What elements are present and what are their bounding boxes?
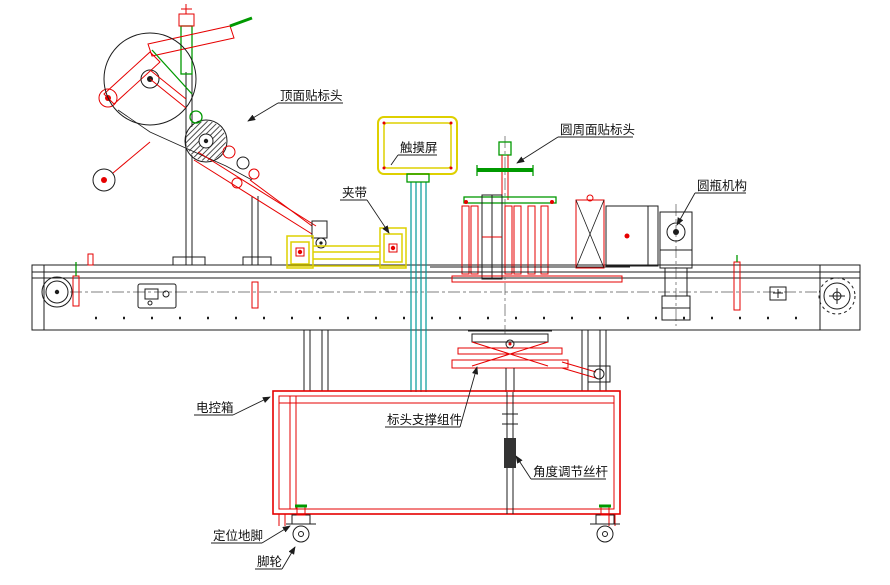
annotation-touch-screen: 触摸屏 [390,141,438,166]
annotation-wrap-labeling-head: 圆周面贴标头 [516,123,635,164]
annotation-angle-adjust-screw: 角度调节丝杆 [515,455,609,480]
annotation-head-support-assembly: 标头支撑组件 [385,366,479,428]
annotation-control-box: 电控箱 [194,396,271,416]
table-right-bracket [769,286,787,301]
angle-adjust-screw-rod [502,392,518,514]
table-legs [303,329,607,392]
label-positioning-foot: 定位地脚 [213,528,263,543]
screw-nut-block [504,438,516,468]
touch-screen [377,116,458,183]
control-box [272,390,621,515]
round-bottle-mechanism [659,204,693,326]
head-support-assembly [451,330,611,392]
head-lift-post [180,25,193,75]
sensor-post [733,261,741,311]
left-pulley-wheel [41,276,73,308]
annotation-round-bottle-mechanism: 圆瓶机构 [676,178,747,226]
touch-screen-cables [410,182,427,392]
applicator-arm [193,151,328,249]
annotation-top-labeling-head: 顶面贴标头 [247,89,343,122]
drive-sprocket-wheel [818,277,856,315]
label-angle-adjust-screw: 角度调节丝杆 [533,464,609,479]
caster-wheel-left [292,525,310,543]
screen-stand [406,173,430,183]
label-touch-screen: 触摸屏 [400,141,438,155]
annotation-caster: 脚轮 [255,546,296,570]
label-control-box: 电控箱 [196,400,234,415]
roller-bank [461,205,549,275]
caster-wheel-right [596,525,614,543]
leveling-foot-left [278,504,316,543]
annotation-positioning-foot: 定位地脚 [211,525,291,544]
wrap-labeling-head [430,136,659,334]
leveling-foot-right [590,504,620,543]
clamp-belt-assembly [286,227,407,269]
top-labeling-head [92,4,328,266]
label-round-bottle-mechanism: 圆瓶机构 [697,178,747,193]
table-access-panel [137,283,177,309]
label-top-labeling-head: 顶面贴标头 [280,89,343,103]
conveyor-table [31,253,861,331]
label-clamp-belt: 夹带 [342,186,367,200]
sensor-post [72,275,80,307]
handwheel [476,165,534,176]
label-caster: 脚轮 [257,554,282,569]
hatched-drive-roller [184,119,228,163]
label-head-support-assembly: 标头支撑组件 [387,412,462,427]
annotations: 顶面贴标头 触摸屏 夹带 圆周面贴标头 圆瓶机构 电控箱 [194,89,747,570]
annotation-clamp-belt: 夹带 [340,186,390,234]
label-reel [103,32,197,126]
label-wrap-labeling-head: 圆周面贴标头 [560,123,635,137]
